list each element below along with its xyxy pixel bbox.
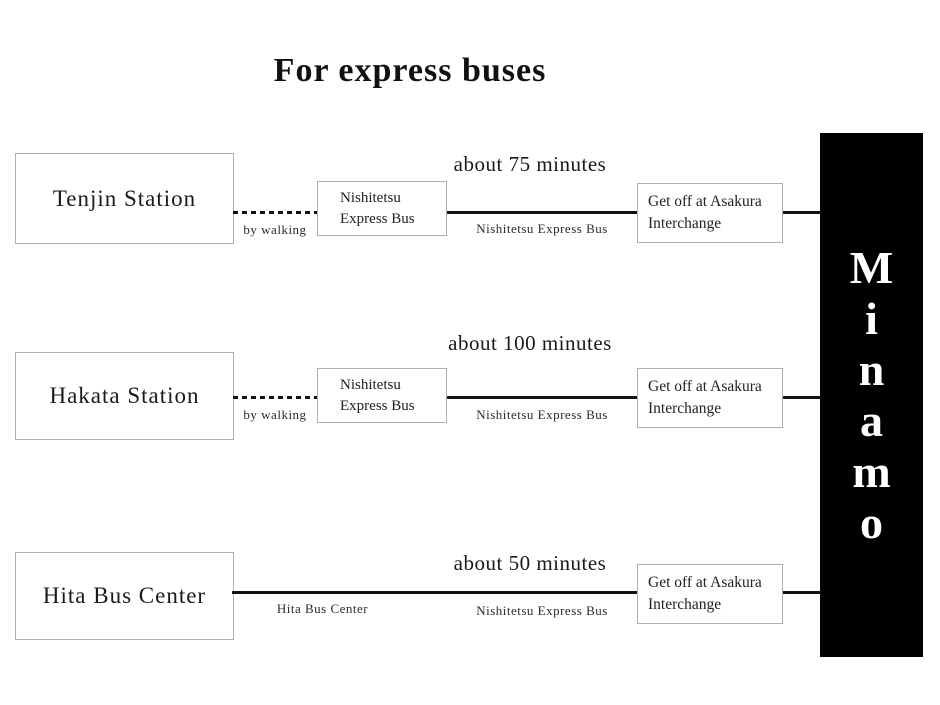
carrier-label: Nishitetsu Express Bus <box>476 221 608 236</box>
destination-letter: n <box>858 344 885 395</box>
bus-box-line: Nishitetsu <box>340 189 401 206</box>
getoff-box: Get off at Asakura Interchange <box>637 368 783 428</box>
getoff-line: Get off at Asakura <box>648 378 762 395</box>
duration-label: about 50 minutes <box>453 551 607 575</box>
arrival-line <box>783 396 820 399</box>
destination-bar-minamo: M i n a m o <box>820 133 923 657</box>
getoff-box: Get off at Asakura Interchange <box>637 564 783 624</box>
walking-dotted-line <box>233 211 317 214</box>
getoff-box: Get off at Asakura Interchange <box>637 183 783 243</box>
walking-label: by walking <box>243 407 307 422</box>
destination-letter: a <box>860 395 883 446</box>
boarding-label: Hita Bus Center <box>276 601 369 616</box>
walking-label: by walking <box>243 222 307 237</box>
getoff-line: Interchange <box>648 596 722 613</box>
bus-route-line <box>232 591 637 594</box>
carrier-label: Nishitetsu Express Bus <box>476 603 608 618</box>
bus-box-line: Express Bus <box>340 210 415 227</box>
duration-label: about 100 minutes <box>448 331 612 355</box>
bus-route-line <box>447 211 637 214</box>
destination-letter: m <box>852 446 891 497</box>
bus-box-line: Nishitetsu <box>340 376 401 393</box>
getoff-line: Get off at Asakura <box>648 193 762 210</box>
getoff-line: Get off at Asakura <box>648 574 762 591</box>
duration-label: about 75 minutes <box>453 152 607 176</box>
arrival-line <box>783 591 820 594</box>
destination-letter: i <box>865 293 878 344</box>
origin-label: Hita Bus Center <box>42 583 207 608</box>
bus-box-line: Express Bus <box>340 397 415 414</box>
bus-boarding-box: Nishitetsu Express Bus <box>317 181 447 236</box>
origin-box-hakata: Hakata Station <box>15 352 234 440</box>
bus-boarding-box: Nishitetsu Express Bus <box>317 368 447 423</box>
origin-label: Tenjin Station <box>52 185 197 211</box>
origin-box-tenjin: Tenjin Station <box>15 153 234 244</box>
getoff-line: Interchange <box>648 400 722 417</box>
origin-label: Hakata Station <box>49 383 200 408</box>
page-title: For express buses <box>273 52 547 89</box>
origin-box-hita: Hita Bus Center <box>15 552 234 640</box>
carrier-label: Nishitetsu Express Bus <box>476 407 608 422</box>
bus-route-line <box>447 396 637 399</box>
destination-letter: M <box>849 242 894 293</box>
arrival-line <box>783 211 820 214</box>
getoff-line: Interchange <box>648 215 722 232</box>
walking-dotted-line <box>233 396 317 399</box>
destination-letter: o <box>860 497 883 548</box>
